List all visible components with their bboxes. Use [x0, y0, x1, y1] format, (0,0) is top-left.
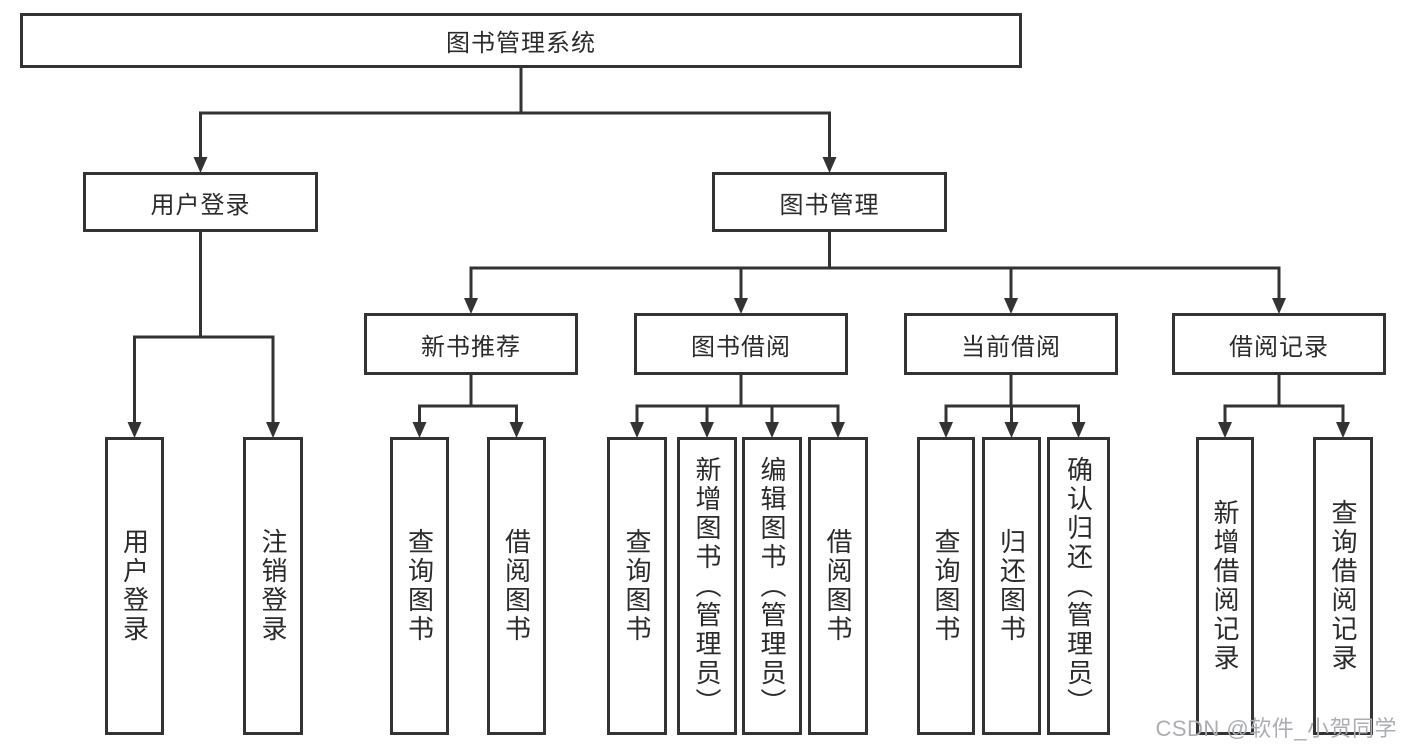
- diagram-box-v-return-book: 归还图书: [982, 437, 1041, 735]
- diagram-box-v-query-book-3: 查询图书: [917, 437, 975, 735]
- edge-user-login: [133, 230, 275, 427]
- diagram-box-label-v-borrow-book-2: 借阅图书: [823, 528, 853, 644]
- arrowhead-user-login: [193, 157, 208, 173]
- diagram-box-v-borrow-book-2: 借阅图书: [808, 437, 868, 735]
- arrowhead-v-add-book: [700, 422, 714, 438]
- diagram-box-label-v-confirm-return: 确认归还（管理员）: [1063, 455, 1094, 717]
- arrowhead-v-query-book-3: [939, 422, 953, 438]
- diagram-box-root: 图书管理系统: [20, 13, 1022, 68]
- diagram-box-label-v-logout: 注销登录: [258, 528, 288, 644]
- diagram-box-book-management: 图书管理: [712, 172, 947, 232]
- diagram-box-current-borrow: 当前借阅: [904, 313, 1118, 375]
- diagram-box-label-v-return-book: 归还图书: [996, 528, 1027, 644]
- diagram-box-label-v-add-book: 新增图书（管理员）: [692, 455, 722, 717]
- diagram-box-label-v-edit-book: 编辑图书（管理员）: [757, 455, 787, 717]
- arrowhead-v-add-borrow-record: [1218, 422, 1232, 438]
- diagram-box-v-add-book: 新增图书（管理员）: [677, 437, 737, 735]
- diagram-box-label-v-borrow-book-1: 借阅图书: [501, 528, 532, 644]
- arrowhead-book-borrow: [734, 298, 748, 314]
- diagram-box-v-query-book-2: 查询图书: [607, 437, 667, 735]
- diagram-box-label-user-login: 用户登录: [150, 191, 251, 219]
- diagram-box-v-edit-book: 编辑图书（管理员）: [742, 437, 802, 735]
- edge-book-management: [469, 230, 1281, 303]
- arrowhead-new-book-recommend: [464, 298, 478, 314]
- edge-borrow-record: [1223, 373, 1345, 427]
- diagram-box-label-v-query-borrow-record: 查询借阅记录: [1328, 499, 1358, 673]
- arrowhead-book-management: [822, 157, 837, 173]
- arrowhead-v-return-book: [1004, 422, 1019, 438]
- diagram-box-v-confirm-return: 确认归还（管理员）: [1047, 437, 1110, 735]
- arrowhead-v-borrow-book-1: [509, 422, 524, 438]
- diagram-box-label-new-book-recommend: 新书推荐: [421, 333, 521, 361]
- edge-current-borrow: [944, 373, 1080, 427]
- arrowhead-v-user-login: [127, 422, 142, 438]
- diagram-box-label-v-query-book-1: 查询图书: [404, 528, 435, 644]
- arrowhead-v-query-book-2: [630, 422, 644, 438]
- diagram-box-book-borrow: 图书借阅: [634, 313, 848, 375]
- diagram-box-v-query-borrow-record: 查询借阅记录: [1313, 437, 1373, 735]
- diagram-box-label-current-borrow: 当前借阅: [961, 333, 1061, 361]
- arrowhead-current-borrow: [1004, 298, 1018, 314]
- arrowhead-v-logout: [266, 422, 280, 438]
- diagram-box-label-borrow-record: 借阅记录: [1229, 333, 1329, 361]
- diagram-box-label-v-add-borrow-record: 新增借阅记录: [1210, 499, 1240, 673]
- diagram-box-label-root: 图书管理系统: [446, 30, 596, 57]
- diagram-box-v-logout: 注销登录: [243, 437, 303, 735]
- diagram-box-label-book-borrow: 图书借阅: [691, 333, 791, 361]
- diagram-box-label-book-management: 图书管理: [779, 191, 880, 219]
- arrowhead-v-query-book-1: [412, 422, 427, 438]
- arrowhead-v-edit-book: [765, 422, 779, 438]
- diagram-box-label-v-query-book-2: 查询图书: [622, 528, 652, 644]
- arrowhead-v-query-borrow-record: [1336, 422, 1350, 438]
- arrowhead-v-confirm-return: [1071, 422, 1086, 438]
- diagram-box-new-book-recommend: 新书推荐: [364, 313, 578, 375]
- arrowhead-borrow-record: [1272, 298, 1286, 314]
- edge-book-borrow: [635, 373, 840, 427]
- edge-root: [199, 66, 831, 162]
- edge-new-book-recommend: [418, 373, 518, 427]
- watermark-text: CSDN @软件_小贺同学: [1155, 716, 1397, 741]
- diagram-box-label-v-query-book-3: 查询图书: [931, 528, 961, 644]
- diagram-box-v-borrow-book-1: 借阅图书: [487, 437, 546, 735]
- diagram-box-label-v-user-login: 用户登录: [119, 528, 150, 644]
- diagram-box-v-query-book-1: 查询图书: [390, 437, 449, 735]
- diagram-box-v-user-login: 用户登录: [105, 437, 164, 735]
- diagram-box-user-login: 用户登录: [83, 172, 318, 232]
- diagram-box-v-add-borrow-record: 新增借阅记录: [1196, 437, 1254, 735]
- arrowhead-v-borrow-book-2: [831, 422, 845, 438]
- diagram-box-borrow-record: 借阅记录: [1172, 313, 1386, 375]
